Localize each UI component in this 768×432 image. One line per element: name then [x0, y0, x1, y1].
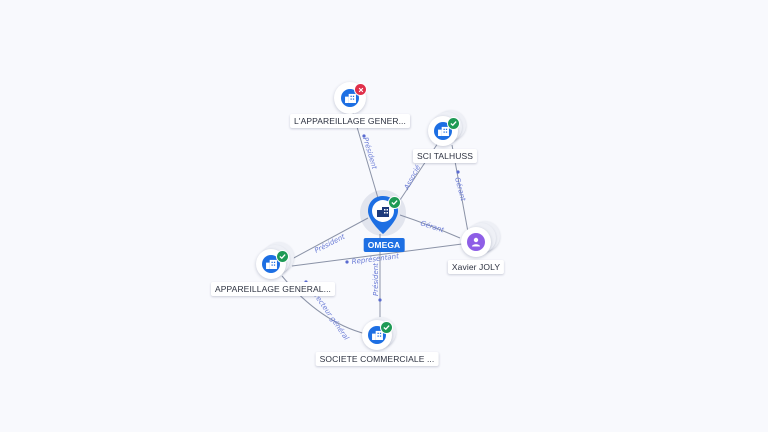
- company-icon: [262, 255, 280, 273]
- edge-xavier-appareillage: [291, 243, 463, 267]
- edge-label-president-2: Président: [313, 233, 346, 255]
- active-badge-icon: [388, 196, 401, 209]
- edge-label-gerant-omega: Gérant: [419, 219, 445, 234]
- node-label-lappareillage-gener: L'APPAREILLAGE GENER...: [290, 114, 410, 128]
- node-label-sci-talhuss: SCI TALHUSS: [412, 149, 478, 163]
- node-label-societe-commerciale: SOCIETE COMMERCIALE ...: [315, 352, 439, 366]
- edge-omega-appareillage: [289, 217, 369, 261]
- active-badge-icon: [276, 250, 289, 263]
- edge-label-associe: Associé: [402, 163, 422, 192]
- active-badge-icon: [380, 321, 393, 334]
- node-label-omega: OMEGA: [363, 238, 405, 252]
- person-icon: [467, 233, 485, 251]
- edge-label-gerant-sci: Gérant: [453, 176, 467, 202]
- closed-badge-icon: [354, 83, 367, 96]
- node-label-xavier-joly: Xavier JOLY: [447, 260, 505, 274]
- node-label-appareillage-general: APPAREILLAGE GENERAL...: [211, 282, 335, 296]
- active-badge-icon: [447, 117, 460, 130]
- edge-label-president-3: Président: [372, 263, 380, 296]
- edge-xavier-omega: [399, 214, 461, 239]
- edge-label-president: Président: [361, 136, 378, 170]
